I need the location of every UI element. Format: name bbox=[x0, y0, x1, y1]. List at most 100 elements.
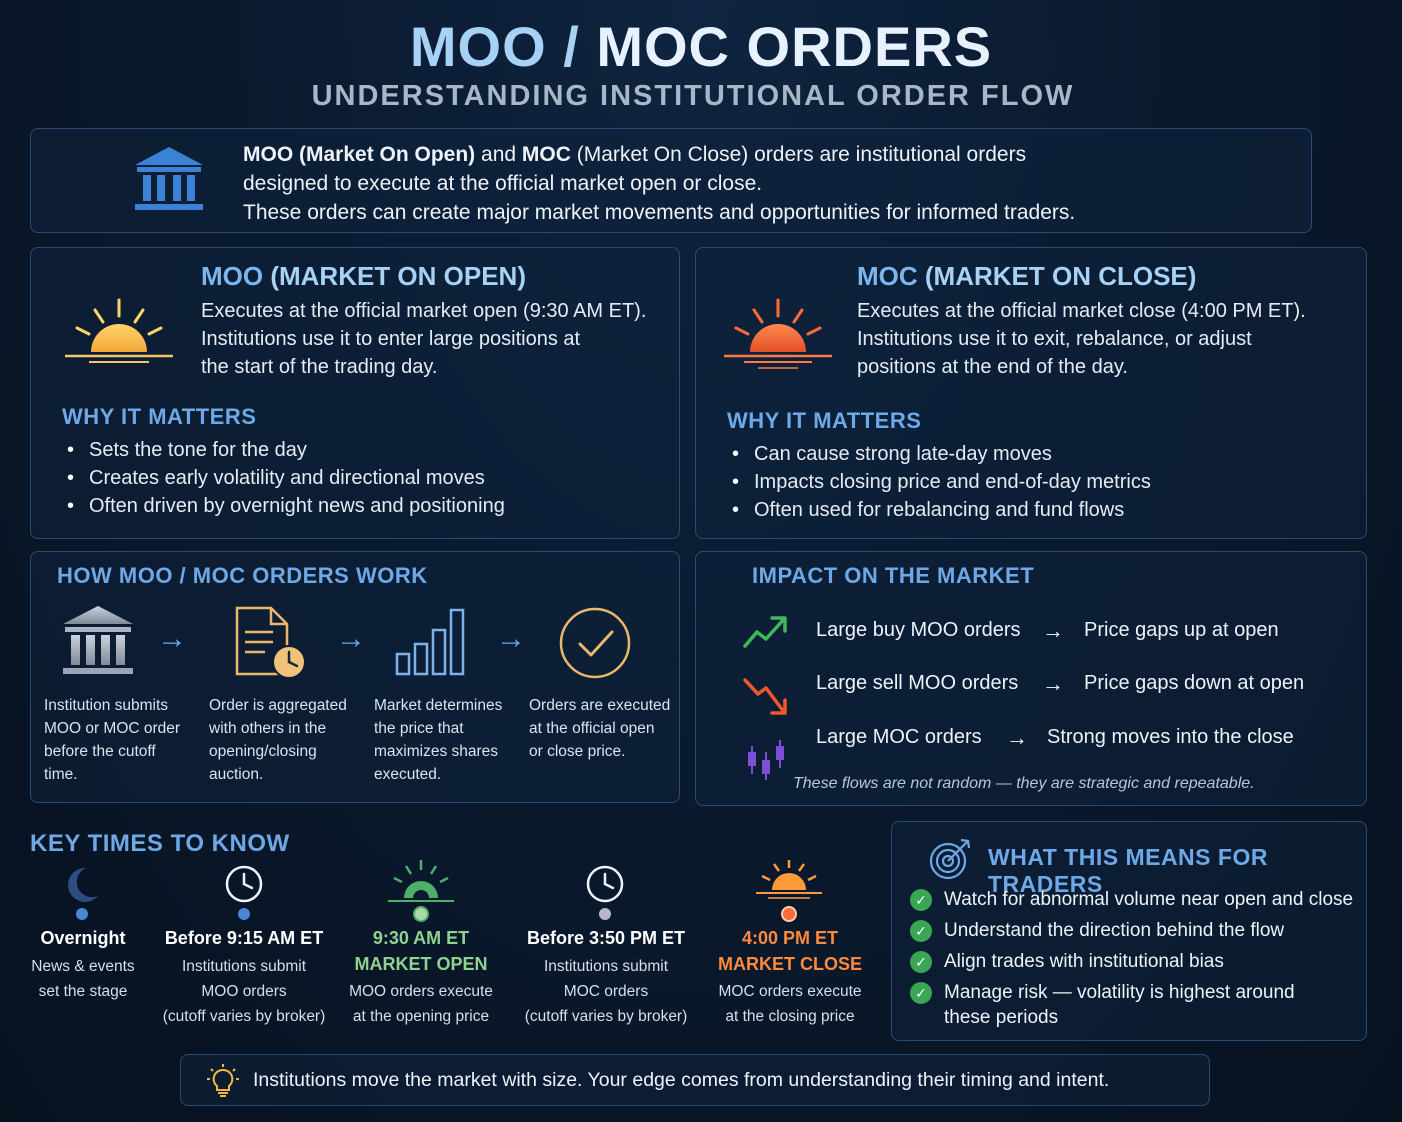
impact-arrow-icon: → bbox=[1042, 618, 1064, 643]
moc-desc-line: positions at the end of the day. bbox=[857, 356, 1128, 378]
how-title: HOW MOO / MOC ORDERS WORK bbox=[57, 563, 428, 588]
moo-title-b: (MARKET ON OPEN) bbox=[263, 261, 526, 291]
moo-title-a: MOO bbox=[201, 261, 264, 291]
timeline bbox=[50, 860, 830, 922]
moc-desc-line: Executes at the official market close (4… bbox=[857, 300, 1306, 322]
traders-panel: WHAT THIS MEANS FOR TRADERS ✓ Watch for a… bbox=[891, 821, 1367, 1041]
step-line: or close price. bbox=[529, 743, 626, 760]
key-time-sublabel: MARKET OPEN bbox=[354, 954, 488, 974]
key-time-desc-line: set the stage bbox=[38, 983, 128, 1000]
list-item: Sets the tone for the day bbox=[61, 436, 661, 464]
check-icon: ✓ bbox=[910, 982, 932, 1004]
step-line: Market determines bbox=[374, 697, 503, 714]
intro-connector: and bbox=[475, 143, 522, 166]
list-item: Often driven by overnight news and posit… bbox=[61, 492, 661, 520]
list-item: Creates early volatility and directional… bbox=[61, 464, 661, 492]
moc-card: MOC (MARKET ON CLOSE) Executes at the of… bbox=[695, 247, 1367, 539]
check-icon: ✓ bbox=[910, 951, 932, 973]
moc-title-a: MOC bbox=[857, 261, 918, 291]
trend-up-icon bbox=[743, 616, 787, 648]
list-item: ✓ Watch for abnormal volume near open and… bbox=[910, 887, 1360, 912]
intro-line-3: These orders can create major market mov… bbox=[243, 201, 1076, 224]
step-line: auction. bbox=[209, 766, 264, 783]
step-line: opening/closing bbox=[209, 743, 317, 760]
clock-icon bbox=[225, 865, 263, 903]
moc-description: Executes at the official market close (4… bbox=[857, 297, 1357, 381]
key-time-label: Before 3:50 PM ET bbox=[526, 928, 686, 948]
intro-line-2: designed to execute at the official mark… bbox=[243, 172, 763, 195]
key-time-desc-line: MOC orders bbox=[563, 983, 649, 1000]
list-item-text: Watch for abnormal volume near open and … bbox=[944, 889, 1354, 910]
sunrise-icon bbox=[388, 860, 454, 902]
key-time-desc-line: MOO orders execute bbox=[349, 983, 493, 1000]
check-icon: ✓ bbox=[910, 920, 932, 942]
impact-row-1-left: Large buy MOO orders bbox=[816, 619, 1021, 641]
list-item-text: Manage risk — volatility is highest arou… bbox=[944, 982, 1295, 1003]
key-time-desc: MOC orders execute at the closing price bbox=[704, 979, 876, 1029]
impact-row-2-left: Large sell MOO orders bbox=[816, 672, 1019, 694]
moo-bullets: Sets the tone for the day Creates early … bbox=[61, 436, 661, 520]
key-time-desc-line: (cutoff varies by broker) bbox=[524, 1008, 688, 1025]
impact-row-3-left: Large MOC orders bbox=[816, 726, 982, 748]
key-time-desc-line: MOO orders bbox=[201, 983, 287, 1000]
key-time-label: 4:00 PM ET bbox=[741, 928, 839, 948]
moo-term: MOO (Market On Open) bbox=[243, 143, 476, 166]
impact-arrow-icon: → bbox=[1042, 671, 1064, 696]
moo-title: MOO (MARKET ON OPEN) bbox=[201, 261, 526, 292]
step-line: the price that bbox=[374, 720, 464, 737]
step-line: maximizes shares bbox=[374, 743, 499, 760]
list-item: Often used for rebalancing and fund flow… bbox=[726, 496, 1346, 524]
impact-title: IMPACT ON THE MARKET bbox=[752, 563, 1035, 588]
title-part-1: MOO / bbox=[409, 15, 580, 78]
moc-title-b: (MARKET ON CLOSE) bbox=[917, 261, 1197, 291]
step-line: executed. bbox=[374, 766, 442, 783]
key-time-desc: News & events set the stage bbox=[0, 954, 166, 1004]
bank-icon bbox=[135, 147, 203, 210]
list-item: ✓Understand the direction behind the flo… bbox=[910, 918, 1360, 943]
moo-card: MOO (MARKET ON OPEN) Executes at the off… bbox=[30, 247, 680, 539]
impact-note: These flows are not random — they are st… bbox=[793, 775, 1255, 792]
key-time-desc: Institutions submit MOC orders (cutoff v… bbox=[515, 954, 697, 1029]
step-3-text: Market determines the price that maximiz… bbox=[374, 694, 524, 786]
step-arrow-icon: → bbox=[496, 622, 526, 655]
list-item-text: these periods bbox=[944, 1007, 1059, 1028]
key-times-title: KEY TIMES TO KNOW bbox=[30, 830, 290, 857]
key-time-desc-line: MOC orders execute bbox=[718, 983, 862, 1000]
step-line: at the official open bbox=[529, 720, 655, 737]
how-it-works-panel: HOW MOO / MOC ORDERS WORK → → → Institut… bbox=[30, 551, 680, 803]
footer-banner: Institutions move the market with size. … bbox=[180, 1054, 1210, 1106]
step-line: before the cutoff bbox=[44, 743, 156, 760]
moc-why-title: WHY IT MATTERS bbox=[727, 408, 922, 433]
key-time-desc: Institutions submit MOO orders (cutoff v… bbox=[154, 954, 334, 1029]
key-time-desc-line: at the closing price bbox=[725, 1008, 855, 1025]
key-time-label: Overnight bbox=[40, 928, 126, 948]
impact-row-3-right: Strong moves into the close bbox=[1047, 726, 1294, 748]
moon-icon bbox=[68, 867, 98, 902]
traders-title: WHAT THIS MEANS FOR TRADERS bbox=[988, 844, 1268, 897]
moo-description: Executes at the official market open (9:… bbox=[201, 297, 671, 381]
trend-down-icon bbox=[743, 678, 787, 715]
list-item-text: Align trades with institutional bias bbox=[944, 951, 1224, 972]
moc-bullets: Can cause strong late-day moves Impacts … bbox=[726, 440, 1346, 524]
key-time-sublabel: MARKET CLOSE bbox=[718, 954, 862, 974]
key-time-desc-line: Institutions submit bbox=[181, 958, 307, 975]
sunset-icon bbox=[756, 860, 822, 899]
bank-icon bbox=[63, 606, 133, 674]
moc-term: MOC bbox=[521, 143, 571, 166]
target-icon bbox=[929, 838, 971, 880]
lightbulb-icon bbox=[207, 1064, 239, 1097]
step-line: Institution submits bbox=[44, 697, 169, 714]
sunrise-icon bbox=[65, 298, 173, 363]
step-arrow-icon: → bbox=[157, 622, 187, 655]
clock-icon bbox=[586, 865, 624, 903]
moo-why-title: WHY IT MATTERS bbox=[62, 404, 257, 429]
step-1-text: Institution submits MOO or MOC order bef… bbox=[44, 694, 194, 786]
step-line: MOO or MOC order bbox=[44, 720, 181, 737]
key-time-label: Before 9:15 AM ET bbox=[164, 928, 324, 948]
key-time-desc-line: Institutions submit bbox=[543, 958, 669, 975]
sunset-icon bbox=[724, 298, 832, 369]
impact-row-1-right: Price gaps up at open bbox=[1084, 619, 1279, 641]
check-icon: ✓ bbox=[910, 889, 932, 911]
impact-row-2-right: Price gaps down at open bbox=[1084, 672, 1305, 694]
list-item: Impacts closing price and end-of-day met… bbox=[726, 468, 1346, 496]
